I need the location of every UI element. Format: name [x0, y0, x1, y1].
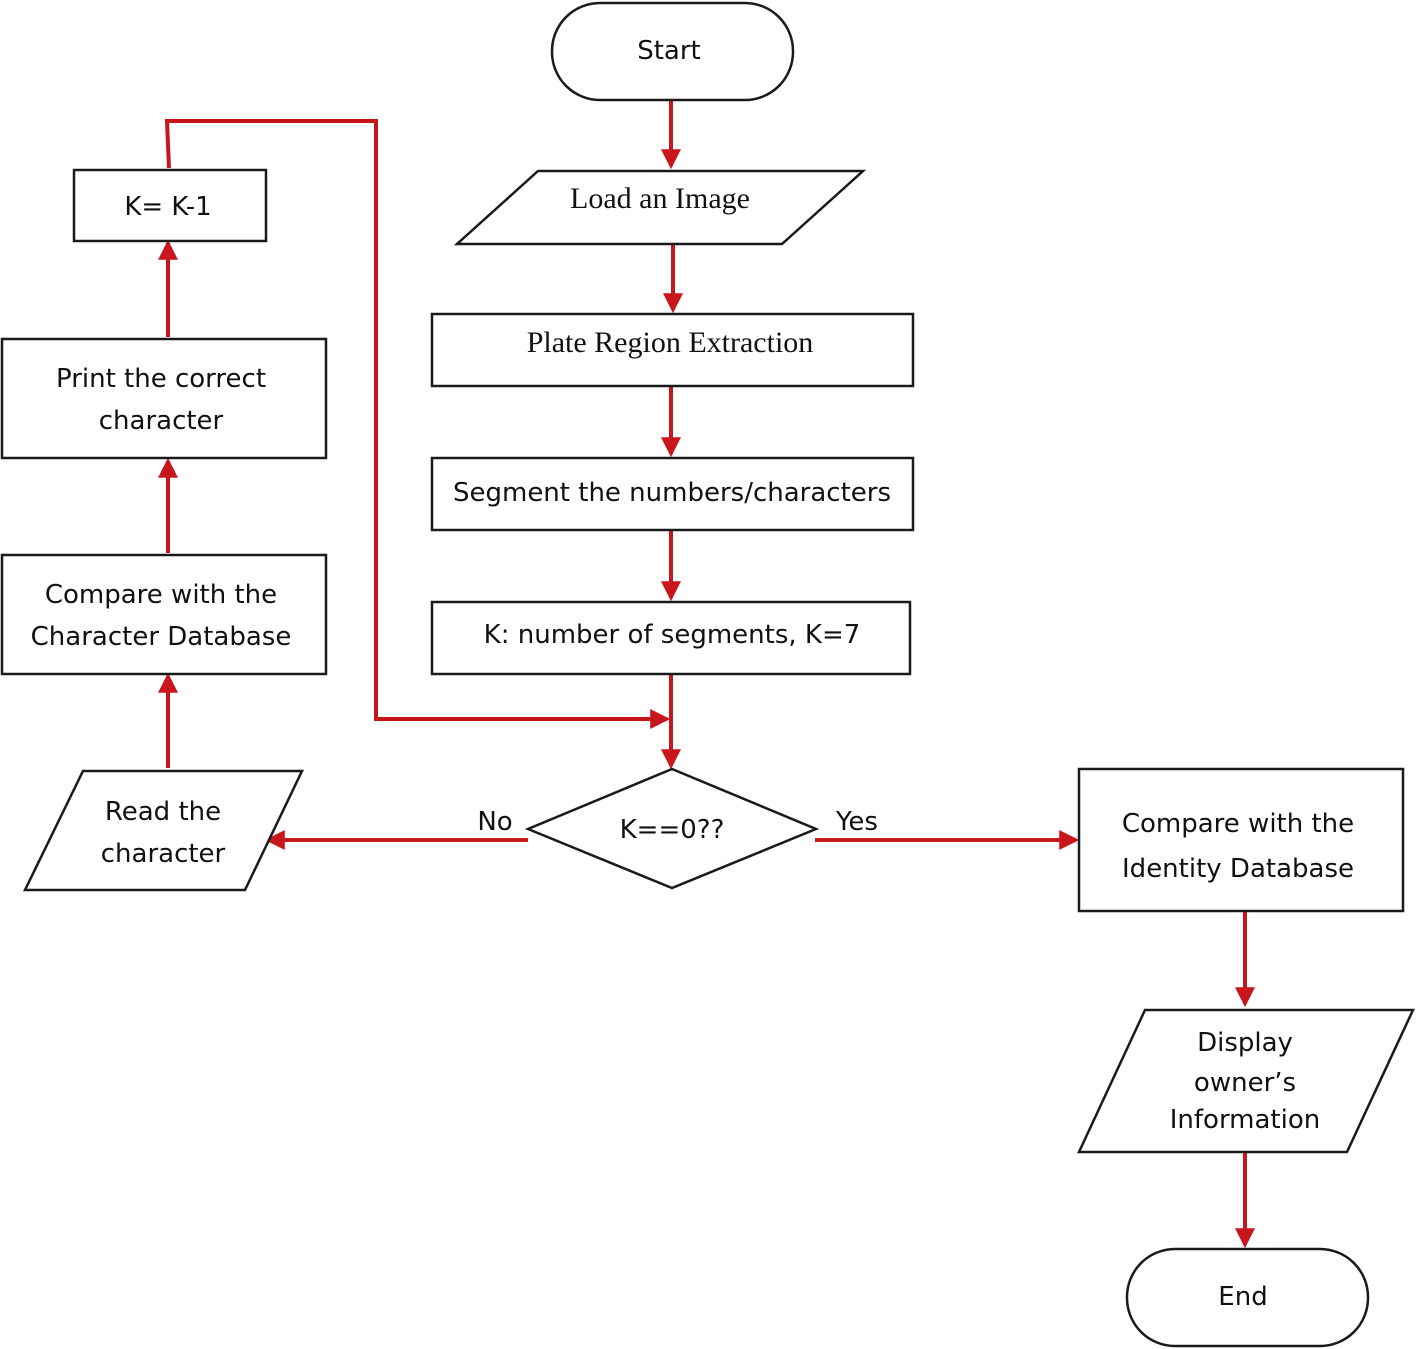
display-owner-node: Display owner’s Information — [1077, 1008, 1415, 1154]
read-character-line-1: Read the — [105, 797, 221, 827]
display-owner-line-1: Display — [1197, 1028, 1293, 1058]
read-character-line-2: character — [101, 839, 226, 869]
connectors — [158, 100, 1255, 1249]
print-character-line-2: character — [99, 406, 224, 436]
print-character-node: Print the correct character — [0, 337, 328, 460]
no-label: No — [477, 807, 512, 837]
start-label: Start — [637, 36, 701, 66]
decision-label: K==0?? — [620, 815, 725, 845]
segment-label: Segment the numbers/characters — [453, 478, 891, 508]
compare-identity-node: Compare with the Identity Database — [1077, 767, 1405, 913]
start-node: Start — [550, 1, 795, 102]
decision-node: K==0?? — [524, 767, 820, 890]
segment-node: Segment the numbers/characters — [430, 456, 915, 532]
display-owner-line-2: owner’s — [1194, 1068, 1296, 1098]
plate-region-label: Plate Region Extraction — [527, 326, 814, 359]
loop-back-arrow — [164, 119, 671, 729]
plate-region-node: Plate Region Extraction — [430, 312, 915, 388]
yes-label: Yes — [835, 807, 878, 837]
compare-character-line-1: Compare with the — [45, 580, 277, 610]
end-label: End — [1218, 1282, 1267, 1312]
load-image-node: Load an Image — [453, 169, 867, 246]
k-decrement-label: K= K-1 — [124, 192, 211, 222]
compare-identity-line-1: Compare with the — [1122, 809, 1354, 839]
k-decrement-node: K= K-1 — [72, 168, 268, 243]
compare-identity-line-2: Identity Database — [1122, 854, 1354, 884]
compare-character-line-2: Character Database — [31, 622, 292, 652]
k-init-label: K: number of segments, K=7 — [484, 620, 861, 650]
print-character-line-1: Print the correct — [56, 364, 266, 394]
k-init-node: K: number of segments, K=7 — [430, 600, 912, 676]
display-owner-line-3: Information — [1170, 1105, 1321, 1135]
load-image-label: Load an Image — [570, 182, 750, 215]
compare-character-node: Compare with the Character Database — [0, 553, 328, 676]
end-node: End — [1125, 1247, 1370, 1348]
read-character-node: Read the character — [23, 769, 304, 892]
